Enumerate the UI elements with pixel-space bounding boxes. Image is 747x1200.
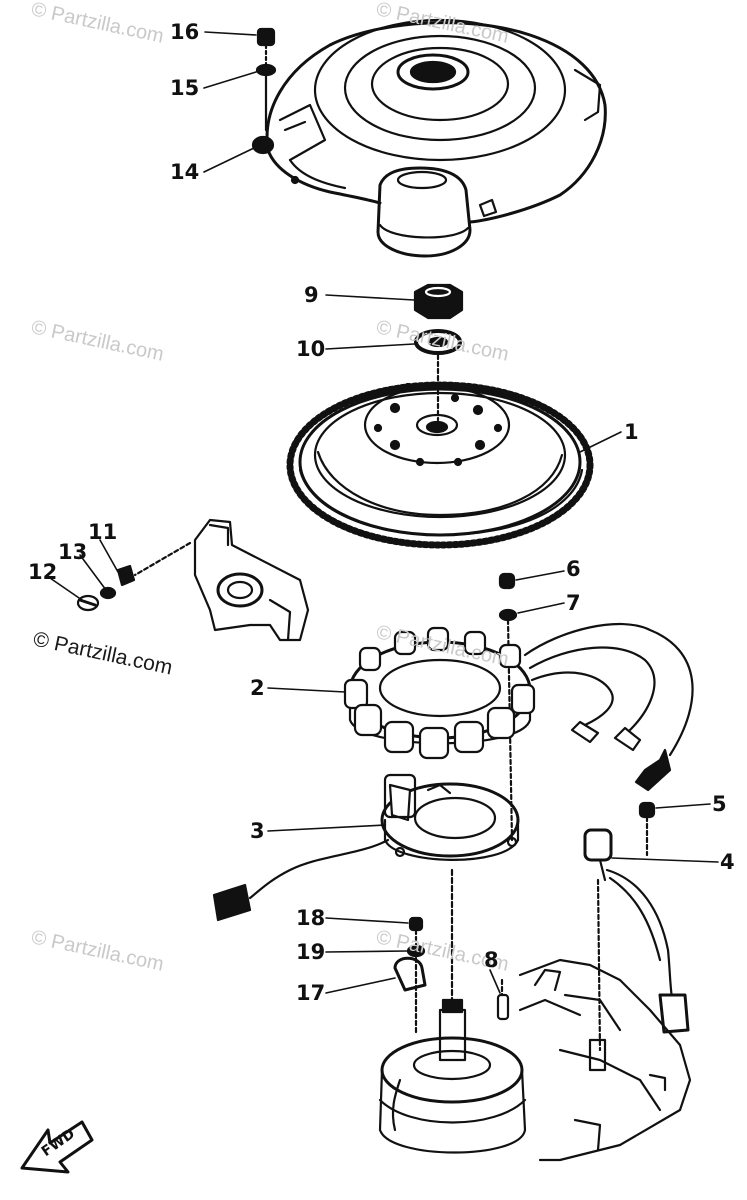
fwd-arrow	[20, 1120, 94, 1174]
callout-7: 7	[566, 591, 581, 615]
crankcase	[378, 868, 692, 1162]
callout-19: 19	[296, 940, 326, 964]
callout-3: 3	[250, 819, 265, 843]
callout-13: 13	[58, 540, 88, 564]
callout-6: 6	[566, 557, 581, 581]
callout-2: 2	[250, 676, 265, 700]
callout-8: 8	[484, 948, 499, 972]
callout-5: 5	[712, 792, 727, 816]
callout-9: 9	[304, 283, 319, 307]
pulser-coil	[583, 801, 690, 1052]
callout-4: 4	[720, 850, 735, 874]
callout-10: 10	[296, 337, 326, 361]
flywheel	[286, 381, 594, 549]
small-parts-17-19-8	[393, 916, 510, 1037]
callout-11: 11	[88, 520, 118, 544]
pulser-base-plate	[212, 773, 520, 922]
flywheel-cover	[265, 18, 607, 258]
callout-18: 18	[296, 906, 326, 930]
callout-16: 16	[170, 20, 200, 44]
callout-15: 15	[170, 76, 200, 100]
callout-14: 14	[170, 160, 200, 184]
fastener-stack-14-16	[251, 27, 277, 155]
callout-17: 17	[296, 981, 326, 1005]
callout-12: 12	[28, 560, 58, 584]
callout-1: 1	[624, 420, 639, 444]
leader-lines	[49, 31, 719, 994]
stator-coil	[343, 622, 694, 792]
mounting-bracket	[76, 518, 310, 642]
